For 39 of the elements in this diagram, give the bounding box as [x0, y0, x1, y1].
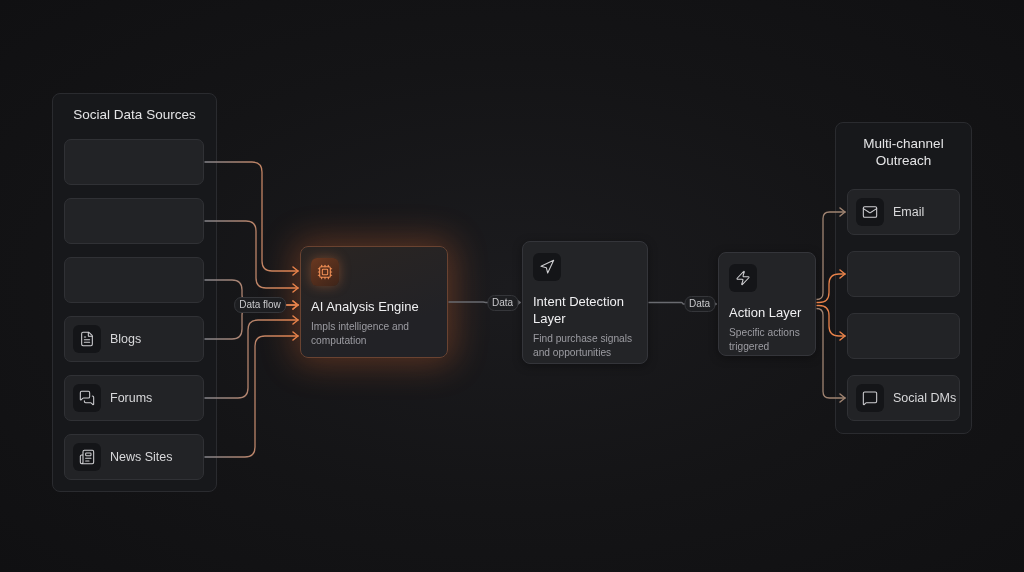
- stage-title: AI Analysis Engine: [311, 298, 419, 315]
- stage-description: Find purchase signals and opportunities: [533, 332, 634, 360]
- channel-card: [847, 189, 960, 235]
- channel-card: [847, 313, 960, 359]
- item-label: Blogs: [110, 332, 142, 346]
- group-title: Social Data Sources: [72, 106, 197, 123]
- source-card: [64, 434, 204, 480]
- process-card: [718, 252, 816, 356]
- source-card: [64, 198, 204, 244]
- edge-label: Data: [486, 294, 519, 311]
- item-label: Social DMs: [893, 391, 957, 405]
- item-label: Email: [893, 205, 925, 219]
- connector-arrow: [203, 220, 300, 293]
- connector-arrow: [815, 207, 847, 301]
- source-card: [64, 375, 204, 421]
- process-card: [522, 241, 648, 364]
- connector-arrow: [815, 304, 847, 341]
- edge-label: Data flow: [234, 297, 286, 313]
- connector-arrow: [203, 161, 300, 276]
- process-card: [300, 246, 448, 358]
- stage-title: Action Layer: [729, 304, 802, 321]
- stage-description: Impls intelligence and computation: [311, 320, 410, 348]
- stage-description: Specific actions triggered: [729, 326, 801, 354]
- item-label: Forums: [110, 391, 153, 405]
- connector-arrow: [203, 331, 300, 458]
- channel-card: [847, 375, 960, 421]
- source-card: [64, 139, 204, 185]
- source-card: [64, 257, 204, 303]
- source-card: [64, 316, 204, 362]
- connector-arrow: [815, 307, 847, 403]
- group-title: Multi-channel Outreach: [862, 135, 945, 169]
- group-panel: [835, 122, 972, 434]
- connector-arrow: [815, 269, 847, 304]
- channel-card: [847, 251, 960, 297]
- item-label: News Sites: [110, 450, 173, 464]
- connector-arrow: [203, 315, 300, 399]
- group-panel: [52, 93, 217, 492]
- stage-title: Intent Detection Layer: [533, 293, 626, 327]
- edge-label: Data: [683, 296, 716, 312]
